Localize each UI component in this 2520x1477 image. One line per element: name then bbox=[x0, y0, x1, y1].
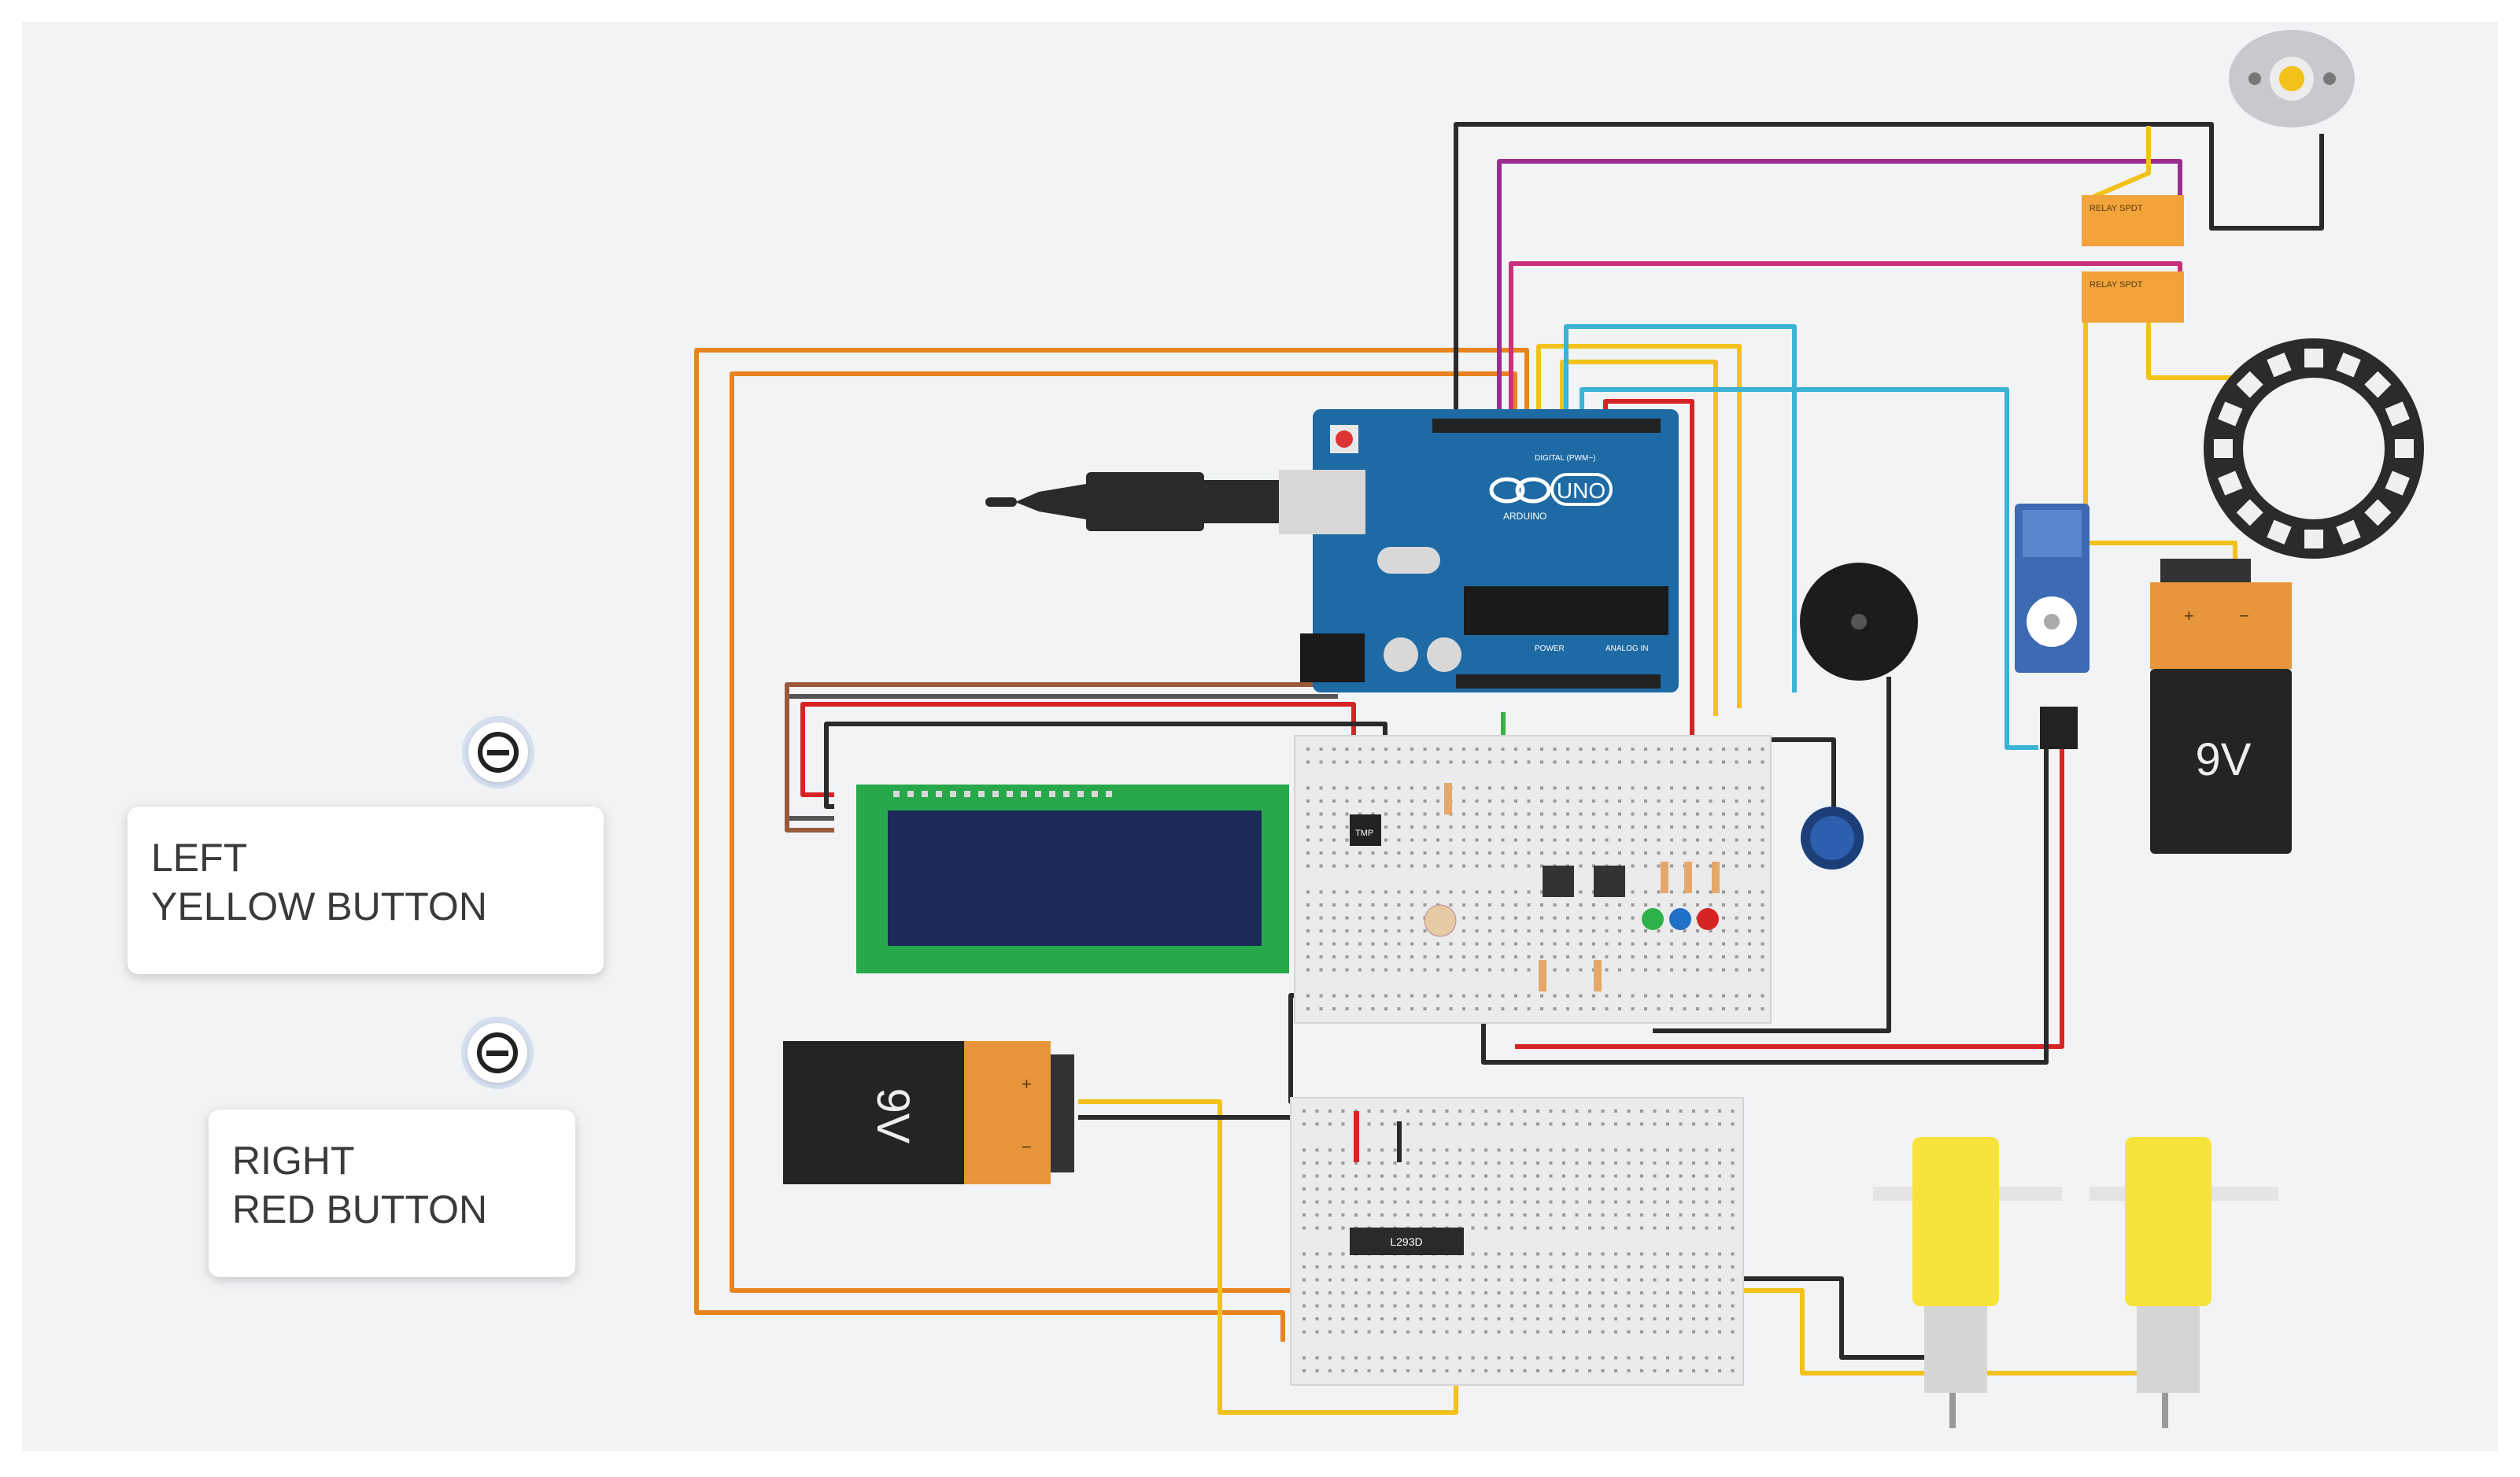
wire-black-buzzer bbox=[1653, 677, 1891, 1033]
gear-motor-left[interactable] bbox=[1873, 1137, 2062, 1428]
breadboard-upper[interactable]: TMP bbox=[1294, 735, 1772, 1024]
wire-orange-1 bbox=[694, 348, 1529, 1342]
battery-left-label: 9V bbox=[867, 1088, 918, 1144]
arduino-digital-label: DIGITAL (PWM~) bbox=[1535, 454, 1596, 463]
battery-left-minus: − bbox=[1022, 1137, 1032, 1157]
push-button-right[interactable] bbox=[1594, 866, 1625, 897]
motor-driver-label: L293D bbox=[1390, 1235, 1422, 1248]
arduino-logo-text: UNO bbox=[1557, 478, 1605, 503]
wire-black-lcd bbox=[824, 722, 1387, 809]
wire-purple bbox=[1497, 159, 2182, 425]
annotation-right-red-button[interactable]: RIGHT RED BUTTON bbox=[209, 1110, 575, 1277]
wire-red-servo bbox=[1515, 732, 2064, 1049]
arduino-uno[interactable]: UNO ARDUINO DIGITAL (PWM~) POWER ANALOG … bbox=[1313, 409, 1679, 692]
breadboard-lower[interactable]: L293D bbox=[1290, 1097, 1744, 1386]
relay-2-label: RELAY SPDT bbox=[2090, 280, 2143, 290]
neopixel-ring[interactable] bbox=[2204, 338, 2424, 559]
wire-yellow-1 bbox=[1536, 344, 1742, 708]
temperature-sensor[interactable] bbox=[1350, 814, 1381, 846]
piezo-buzzer[interactable] bbox=[1800, 563, 1918, 681]
gear-motor-right[interactable] bbox=[2090, 1137, 2278, 1428]
wire-black-top bbox=[1454, 122, 2324, 425]
relay-1-label: RELAY SPDT bbox=[2090, 204, 2143, 213]
battery-9v-right[interactable]: 9V + − bbox=[2150, 559, 2292, 854]
arduino-logo: UNO ARDUINO bbox=[1489, 473, 1613, 522]
usb-cable[interactable] bbox=[985, 470, 1365, 534]
barrel-jack bbox=[1300, 633, 1365, 682]
wire-brown-lcd bbox=[785, 682, 1322, 833]
battery-right-label: 9V bbox=[2196, 734, 2252, 785]
wire-yellow-servo bbox=[2083, 315, 2237, 567]
wire-cyan-2 bbox=[1580, 387, 2038, 750]
led-blue bbox=[1669, 908, 1691, 930]
led-red bbox=[1697, 908, 1719, 930]
annotation-left-yellow-button[interactable]: LEFT YELLOW BUTTON bbox=[127, 807, 604, 974]
collapse-icon[interactable] bbox=[468, 722, 528, 782]
led-green bbox=[1642, 908, 1664, 930]
annotation-right-line-2: RED BUTTON bbox=[232, 1187, 488, 1231]
annotation-right-line-1: RIGHT bbox=[232, 1139, 355, 1183]
relay-2[interactable]: RELAY SPDT bbox=[2082, 271, 2184, 323]
relay-1[interactable]: RELAY SPDT bbox=[2082, 195, 2184, 246]
motor-driver-chip[interactable] bbox=[1350, 1228, 1464, 1255]
wires bbox=[694, 122, 2324, 1415]
battery-left-plus: + bbox=[1022, 1074, 1032, 1094]
annotation-left-line-2: YELLOW BUTTON bbox=[151, 884, 487, 929]
battery-right-plus: + bbox=[2184, 606, 2194, 626]
annotation-left-line-1: LEFT bbox=[151, 836, 248, 880]
servo-motor[interactable] bbox=[2015, 504, 2090, 749]
sensor-label: TMP bbox=[1355, 829, 1373, 838]
wire-cyan-1 bbox=[1564, 324, 1797, 692]
collapse-icon[interactable] bbox=[467, 1023, 527, 1083]
arduino-power-label: POWER bbox=[1535, 644, 1565, 653]
push-button-left[interactable] bbox=[1543, 866, 1574, 897]
lcd-16x2[interactable] bbox=[856, 785, 1289, 973]
wire-yellow-relay bbox=[2092, 126, 2151, 199]
dc-motor-top[interactable] bbox=[2229, 30, 2355, 127]
wire-orange-2 bbox=[730, 371, 1517, 1293]
wire-yellow-2 bbox=[1560, 360, 1718, 716]
potentiometer[interactable] bbox=[1801, 807, 1864, 870]
wire-black-pot bbox=[1763, 737, 1836, 818]
wire-black-servo bbox=[1481, 732, 2049, 1065]
arduino-analog-label: ANALOG IN bbox=[1605, 644, 1648, 653]
battery-9v-left[interactable]: 9V + − bbox=[783, 1041, 1074, 1184]
battery-right-minus: − bbox=[2239, 606, 2249, 626]
wire-red-lcd bbox=[800, 702, 1356, 797]
arduino-brand-text: ARDUINO bbox=[1503, 511, 1546, 522]
